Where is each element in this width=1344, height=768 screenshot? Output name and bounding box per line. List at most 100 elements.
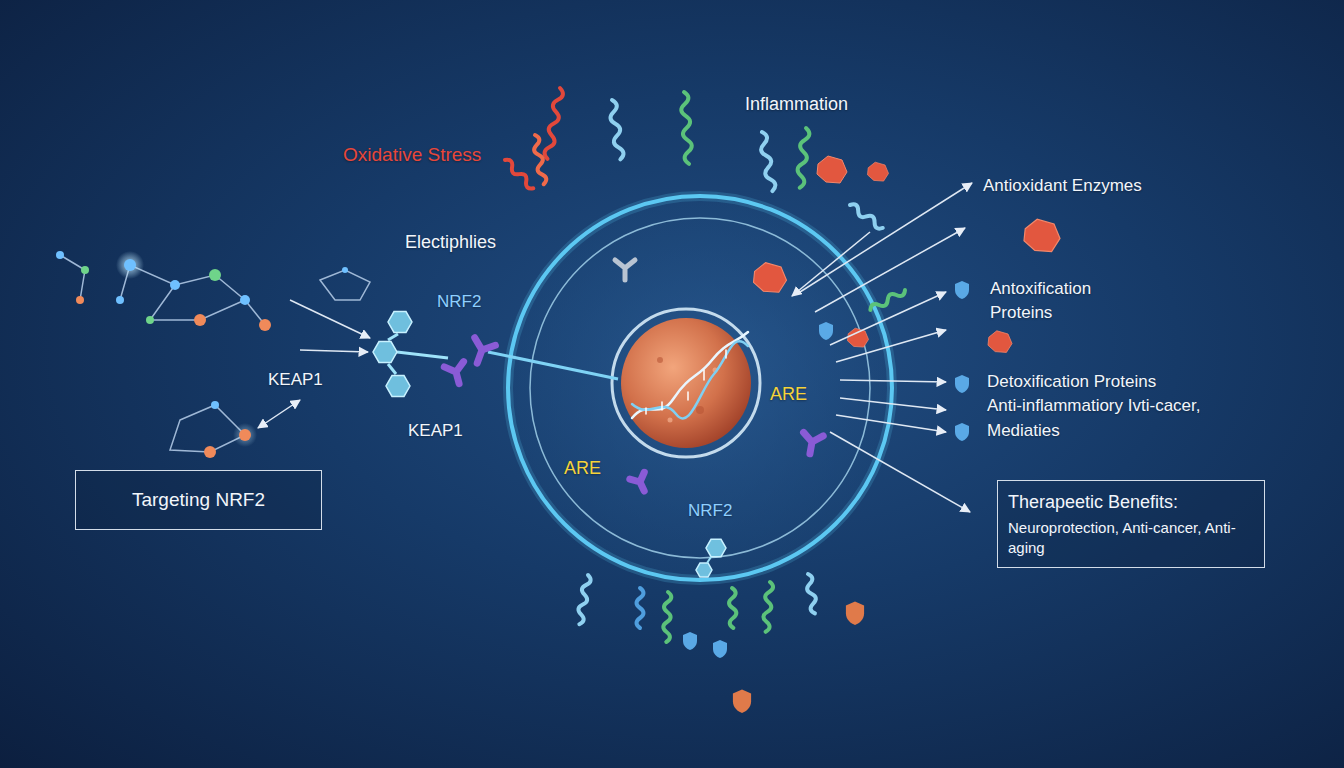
molecule <box>60 255 85 300</box>
atom <box>194 314 206 326</box>
molecule <box>120 265 265 325</box>
atom <box>259 319 271 331</box>
keap1-molecule <box>373 312 726 577</box>
arrow <box>840 380 946 382</box>
nucleus <box>612 309 760 457</box>
benefit-box: Therapeetic Benefits: Neuroprotection, An… <box>997 480 1265 568</box>
keap1-molecule <box>388 334 398 340</box>
arrow <box>830 292 946 345</box>
molecule <box>170 405 245 452</box>
atom <box>56 251 348 458</box>
protein-blob <box>754 263 787 293</box>
shield-icon <box>713 640 727 658</box>
cell <box>508 196 892 580</box>
keap1-molecule <box>386 376 410 397</box>
atom <box>204 446 216 458</box>
protein-ribbon <box>762 582 773 632</box>
atom <box>81 266 89 274</box>
protein-ribbon <box>680 92 693 164</box>
arrow <box>792 183 972 512</box>
atom <box>233 423 257 447</box>
nrf2-receptor <box>444 338 823 495</box>
protein-ribbon <box>729 588 737 628</box>
keap1-molecule <box>388 312 412 333</box>
dna-helix <box>725 350 727 358</box>
diagram-label: Oxidative Stress <box>343 143 481 167</box>
shield-icon <box>955 375 969 393</box>
shield-icon <box>683 632 697 650</box>
protein-ribbon <box>796 128 810 189</box>
translocation-line <box>488 352 618 379</box>
protein-ribbon <box>608 99 624 160</box>
atom <box>239 429 251 441</box>
atom <box>342 267 348 273</box>
protein-ribbon <box>637 588 644 628</box>
box-heading: Therapeetic Benefits: <box>1008 491 1254 514</box>
arrow <box>836 330 946 362</box>
dna-helix <box>661 402 663 410</box>
diagram-label: NRF2 <box>688 500 732 521</box>
nrf2-receptor <box>630 472 652 494</box>
protein-ribbon <box>532 134 548 184</box>
shield-icon <box>733 690 751 713</box>
dna-helix <box>687 392 689 400</box>
arrow <box>300 350 368 352</box>
arrow <box>258 300 370 428</box>
protein-blob <box>1024 219 1060 251</box>
protein-blob <box>988 331 1012 353</box>
shield-icon <box>955 281 969 299</box>
protein-ribbon <box>848 202 885 231</box>
nucleus <box>621 318 751 448</box>
arrow <box>258 400 300 428</box>
nucleus <box>696 406 704 414</box>
keap1-molecule <box>373 342 397 363</box>
atom <box>240 295 250 305</box>
protein-blob <box>848 328 869 347</box>
dna-helix <box>632 341 748 418</box>
diagram-label: Detoxification Proteins <box>987 371 1156 392</box>
atom <box>211 401 219 409</box>
protein-ribbon <box>869 287 907 313</box>
molecule <box>60 255 370 452</box>
keap1-molecule <box>706 539 726 556</box>
protein-ribbon <box>503 87 907 642</box>
arrow <box>800 183 972 292</box>
nrf2-receptor <box>467 338 496 367</box>
diagram-label: Mediaties <box>987 420 1060 441</box>
dna-helix <box>703 370 705 380</box>
atom <box>209 269 221 281</box>
cell <box>508 196 892 580</box>
cell <box>508 196 892 580</box>
protein-ribbon <box>805 573 819 614</box>
box-body: Neuroprotection, Anti-cancer, Anti-aging <box>1008 518 1254 557</box>
cell <box>530 218 870 558</box>
arrow <box>815 228 965 312</box>
protein-ribbon <box>503 158 536 191</box>
protein-ribbon <box>544 87 564 159</box>
diagram-label: KEAP1 <box>268 369 323 390</box>
box-heading: Targeting NRF2 <box>92 488 305 513</box>
nrf2-receptor <box>800 432 823 455</box>
atom <box>146 316 154 324</box>
arrow <box>836 415 946 432</box>
dna-helix <box>632 332 748 418</box>
atom <box>76 296 84 304</box>
dna-helix <box>645 408 647 414</box>
target-box: Targeting NRF2 <box>75 470 322 530</box>
diagram-label: NRF2 <box>437 291 481 312</box>
nrf2-receptor <box>444 362 468 386</box>
shield-icon <box>819 322 833 340</box>
diagram-label: Antoxification Proteins <box>990 277 1150 325</box>
dna-helix <box>632 332 748 418</box>
keap1-molecule <box>397 352 448 358</box>
arrow <box>840 398 946 410</box>
atom <box>116 251 144 279</box>
arrow <box>792 232 870 296</box>
keap1-molecule <box>696 563 712 577</box>
diagram-label: Electiphlies <box>405 231 496 254</box>
diagram-label: Antioxidant Enzymes <box>983 175 1142 196</box>
protein-ribbon <box>663 592 672 642</box>
keap1-molecule <box>388 364 396 374</box>
atom <box>56 251 64 259</box>
